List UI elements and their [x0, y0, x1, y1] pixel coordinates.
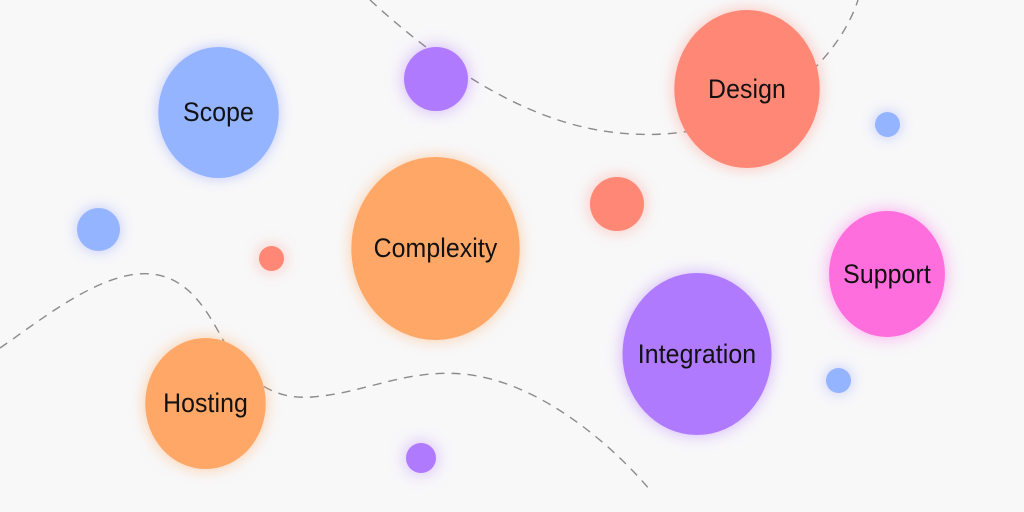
topic-label-scope: Scope: [183, 97, 254, 127]
topic-label-integration: Integration: [637, 338, 757, 369]
decorative-dot-blue-right: [826, 368, 851, 393]
decorative-dot-coral-medium: [590, 177, 644, 231]
topic-label-support: Support: [843, 258, 931, 289]
dashed-connector-top: [369, 0, 859, 136]
topic-bubble-design: Design: [674, 10, 820, 168]
topic-label-complexity: Complexity: [373, 233, 498, 263]
decorative-dot-purple-top: [404, 47, 468, 111]
decorative-dot-coral-small: [259, 246, 284, 271]
topic-bubble-hosting: Hosting: [145, 338, 266, 469]
topic-bubble-support: Support: [829, 211, 945, 337]
topic-bubble-integration: Integration: [622, 273, 772, 435]
dashed-connector-bottom: [0, 273, 651, 491]
topic-label-hosting: Hosting: [163, 388, 248, 418]
decorative-dot-blue-left: [77, 208, 120, 251]
topic-bubble-scope: Scope: [158, 47, 279, 178]
decorative-dot-blue-top-right: [875, 112, 900, 137]
topic-bubble-complexity: Complexity: [351, 157, 520, 340]
decorative-dot-purple-bottom: [406, 443, 436, 473]
topic-label-design: Design: [708, 73, 786, 104]
